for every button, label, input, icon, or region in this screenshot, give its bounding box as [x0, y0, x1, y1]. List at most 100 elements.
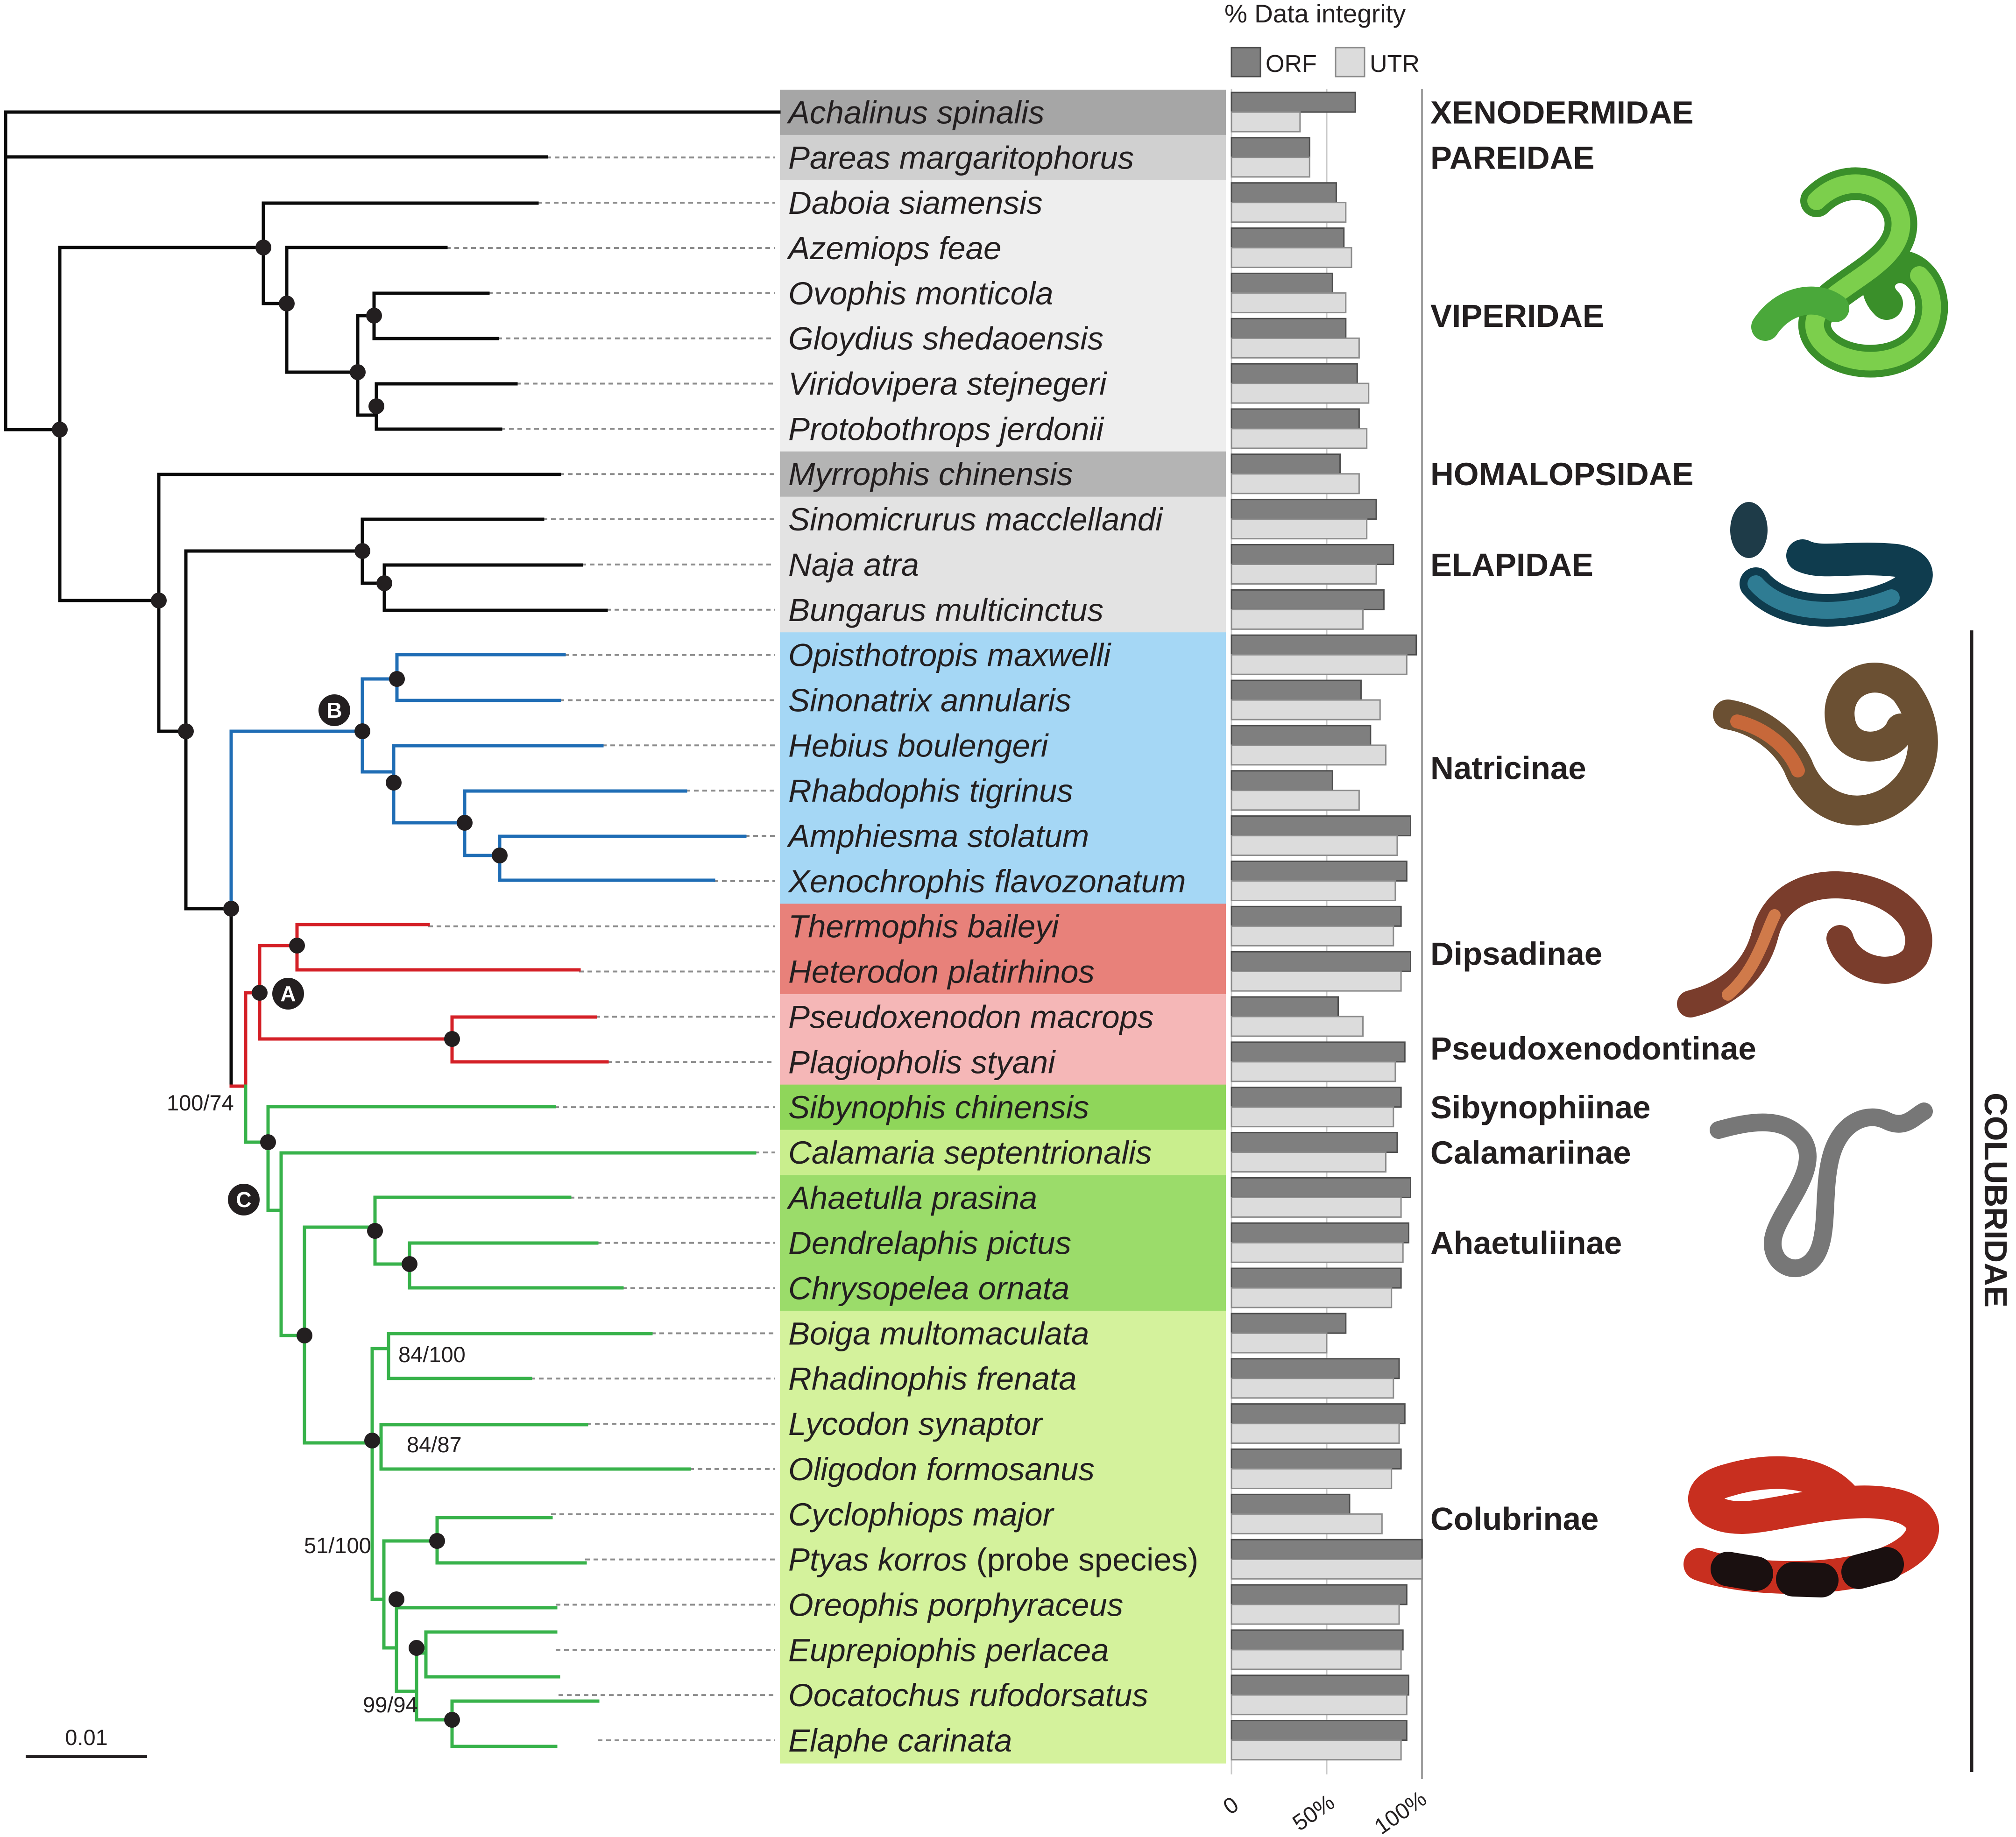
node-dot — [386, 775, 402, 791]
utr-bar — [1231, 473, 1360, 495]
orf-bar — [1231, 996, 1339, 1017]
family-label: Colubrinae — [1430, 1501, 1599, 1537]
orf-bar — [1231, 679, 1362, 701]
colubridae-bracket: COLUBRIDAE — [1970, 630, 2014, 1772]
leader-lines — [428, 156, 775, 1741]
node-dot — [457, 815, 473, 831]
taxon-name: Calamaria septentrionalis — [788, 1135, 1152, 1171]
chart-legend: ORF UTR — [1231, 47, 1420, 78]
taxon-name-species: Ptyas korros — [788, 1542, 967, 1578]
node-dot — [255, 240, 271, 255]
node-dot — [52, 422, 68, 438]
node-dot — [444, 1031, 460, 1047]
node-dot — [389, 1591, 404, 1607]
taxon-background — [780, 678, 1226, 724]
utr-bar — [1231, 970, 1402, 992]
node-label-a: A — [272, 978, 304, 1010]
taxon-name: Bungarus multicinctus — [788, 592, 1103, 628]
utr-bar — [1231, 518, 1368, 540]
taxon-name-species: Rhadinophis frenata — [788, 1361, 1077, 1397]
taxon-name-species: Achalinus spinalis — [786, 94, 1044, 130]
taxon-name-species: Xenochrophis flavozonatum — [787, 863, 1186, 899]
taxon-name: Rhadinophis frenata — [788, 1361, 1077, 1397]
taxon-name: Azemiops feae — [786, 230, 1001, 266]
node-dot — [429, 1533, 445, 1549]
orf-bar — [1231, 905, 1402, 927]
node-dot — [367, 1223, 383, 1239]
taxon-name-species: Azemiops feae — [786, 230, 1001, 266]
taxon-name: Chrysopelea ornata — [788, 1271, 1069, 1307]
utr-bar — [1231, 1106, 1394, 1128]
utr-bar — [1231, 699, 1381, 721]
support-value: 99/94 — [363, 1692, 418, 1717]
taxon-name-species: Amphiesma stolatum — [786, 818, 1089, 854]
node-dot — [289, 938, 305, 954]
taxon-name-species: Elaphe carinata — [788, 1723, 1012, 1759]
family-label: Natricinae — [1430, 750, 1586, 786]
dipsadinae-snake-illustration — [1677, 871, 1932, 1017]
taxon-background-blocks — [780, 90, 1226, 1764]
taxon-background — [780, 361, 1226, 407]
x-tick-50: 50% — [1288, 1790, 1339, 1836]
orf-bar — [1231, 951, 1412, 972]
scale-bar: 0.01 — [26, 1725, 147, 1758]
orf-bar — [1231, 1720, 1408, 1741]
taxon-background — [780, 90, 1226, 135]
taxon-name: Myrrophis chinensis — [788, 456, 1073, 492]
orf-bar — [1231, 453, 1341, 475]
node-dot — [297, 1328, 312, 1343]
utr-bar — [1231, 1604, 1400, 1625]
elapidae-snake-illustration — [1730, 502, 1933, 627]
node-dot — [223, 901, 239, 917]
taxon-name: Lycodon synaptor — [788, 1406, 1043, 1442]
taxon-background — [780, 451, 1226, 497]
node-dot — [376, 575, 392, 591]
viperidae-snake-illustration — [1751, 167, 1948, 378]
tree-branches-outgroups — [4, 110, 781, 1088]
taxon-name-species: Gloydius shedaoensis — [788, 321, 1103, 357]
taxon-background — [780, 1084, 1226, 1130]
legend-label-orf: ORF — [1266, 50, 1317, 78]
orf-bar — [1231, 1087, 1402, 1108]
node-label-c-text: C — [236, 1187, 251, 1212]
family-label: XENODERMIDAE — [1430, 94, 1694, 130]
taxon-name: Daboia siamensis — [788, 185, 1043, 221]
orf-bar — [1231, 1629, 1404, 1651]
node-label-c: C — [228, 1184, 260, 1215]
taxon-name-species: Lycodon synaptor — [788, 1406, 1043, 1442]
node-label-b: B — [318, 694, 350, 726]
taxon-background — [780, 722, 1226, 769]
taxon-name-species: Oligodon formosanus — [788, 1451, 1095, 1487]
node-dot — [368, 398, 384, 414]
taxon-name: Thermophis baileyi — [788, 909, 1060, 945]
taxon-name: Oreophis porphyraceus — [788, 1587, 1123, 1623]
taxon-background — [780, 1582, 1226, 1628]
utr-bar — [1231, 880, 1396, 901]
orf-bar — [1231, 1493, 1351, 1515]
utr-bar — [1231, 654, 1408, 675]
taxon-background — [780, 270, 1226, 317]
chart-x-axis-ticks: 0 50% 100% — [1219, 1786, 1431, 1837]
orf-bar — [1231, 408, 1360, 430]
taxon-background — [780, 813, 1226, 859]
taxon-name: Sinomicrurus macclellandi — [788, 502, 1163, 537]
utr-bar — [1231, 1378, 1394, 1399]
orf-bar — [1231, 634, 1417, 656]
taxon-background — [780, 632, 1226, 678]
taxon-background — [780, 904, 1226, 950]
support-value: 51/100 — [304, 1533, 371, 1558]
node-dot — [492, 848, 508, 863]
taxon-name-species: Calamaria septentrionalis — [788, 1135, 1152, 1171]
taxon-name: Gloydius shedaoensis — [788, 321, 1103, 357]
scale-bar-label: 0.01 — [65, 1725, 107, 1750]
taxon-name-species: Heterodon platirhinos — [788, 954, 1095, 990]
family-label: Calamariinae — [1430, 1135, 1631, 1171]
family-label: ELAPIDAE — [1430, 547, 1593, 583]
taxon-name: Sinonatrix annularis — [788, 682, 1071, 718]
taxon-name-species: Pareas margaritophorus — [788, 140, 1134, 176]
utr-bar — [1231, 337, 1360, 359]
family-label: Ahaetuliinae — [1430, 1225, 1622, 1261]
taxon-background — [780, 1220, 1226, 1266]
node-dot — [389, 671, 405, 687]
taxon-name-species: Opisthotropis maxwelli — [788, 637, 1111, 673]
